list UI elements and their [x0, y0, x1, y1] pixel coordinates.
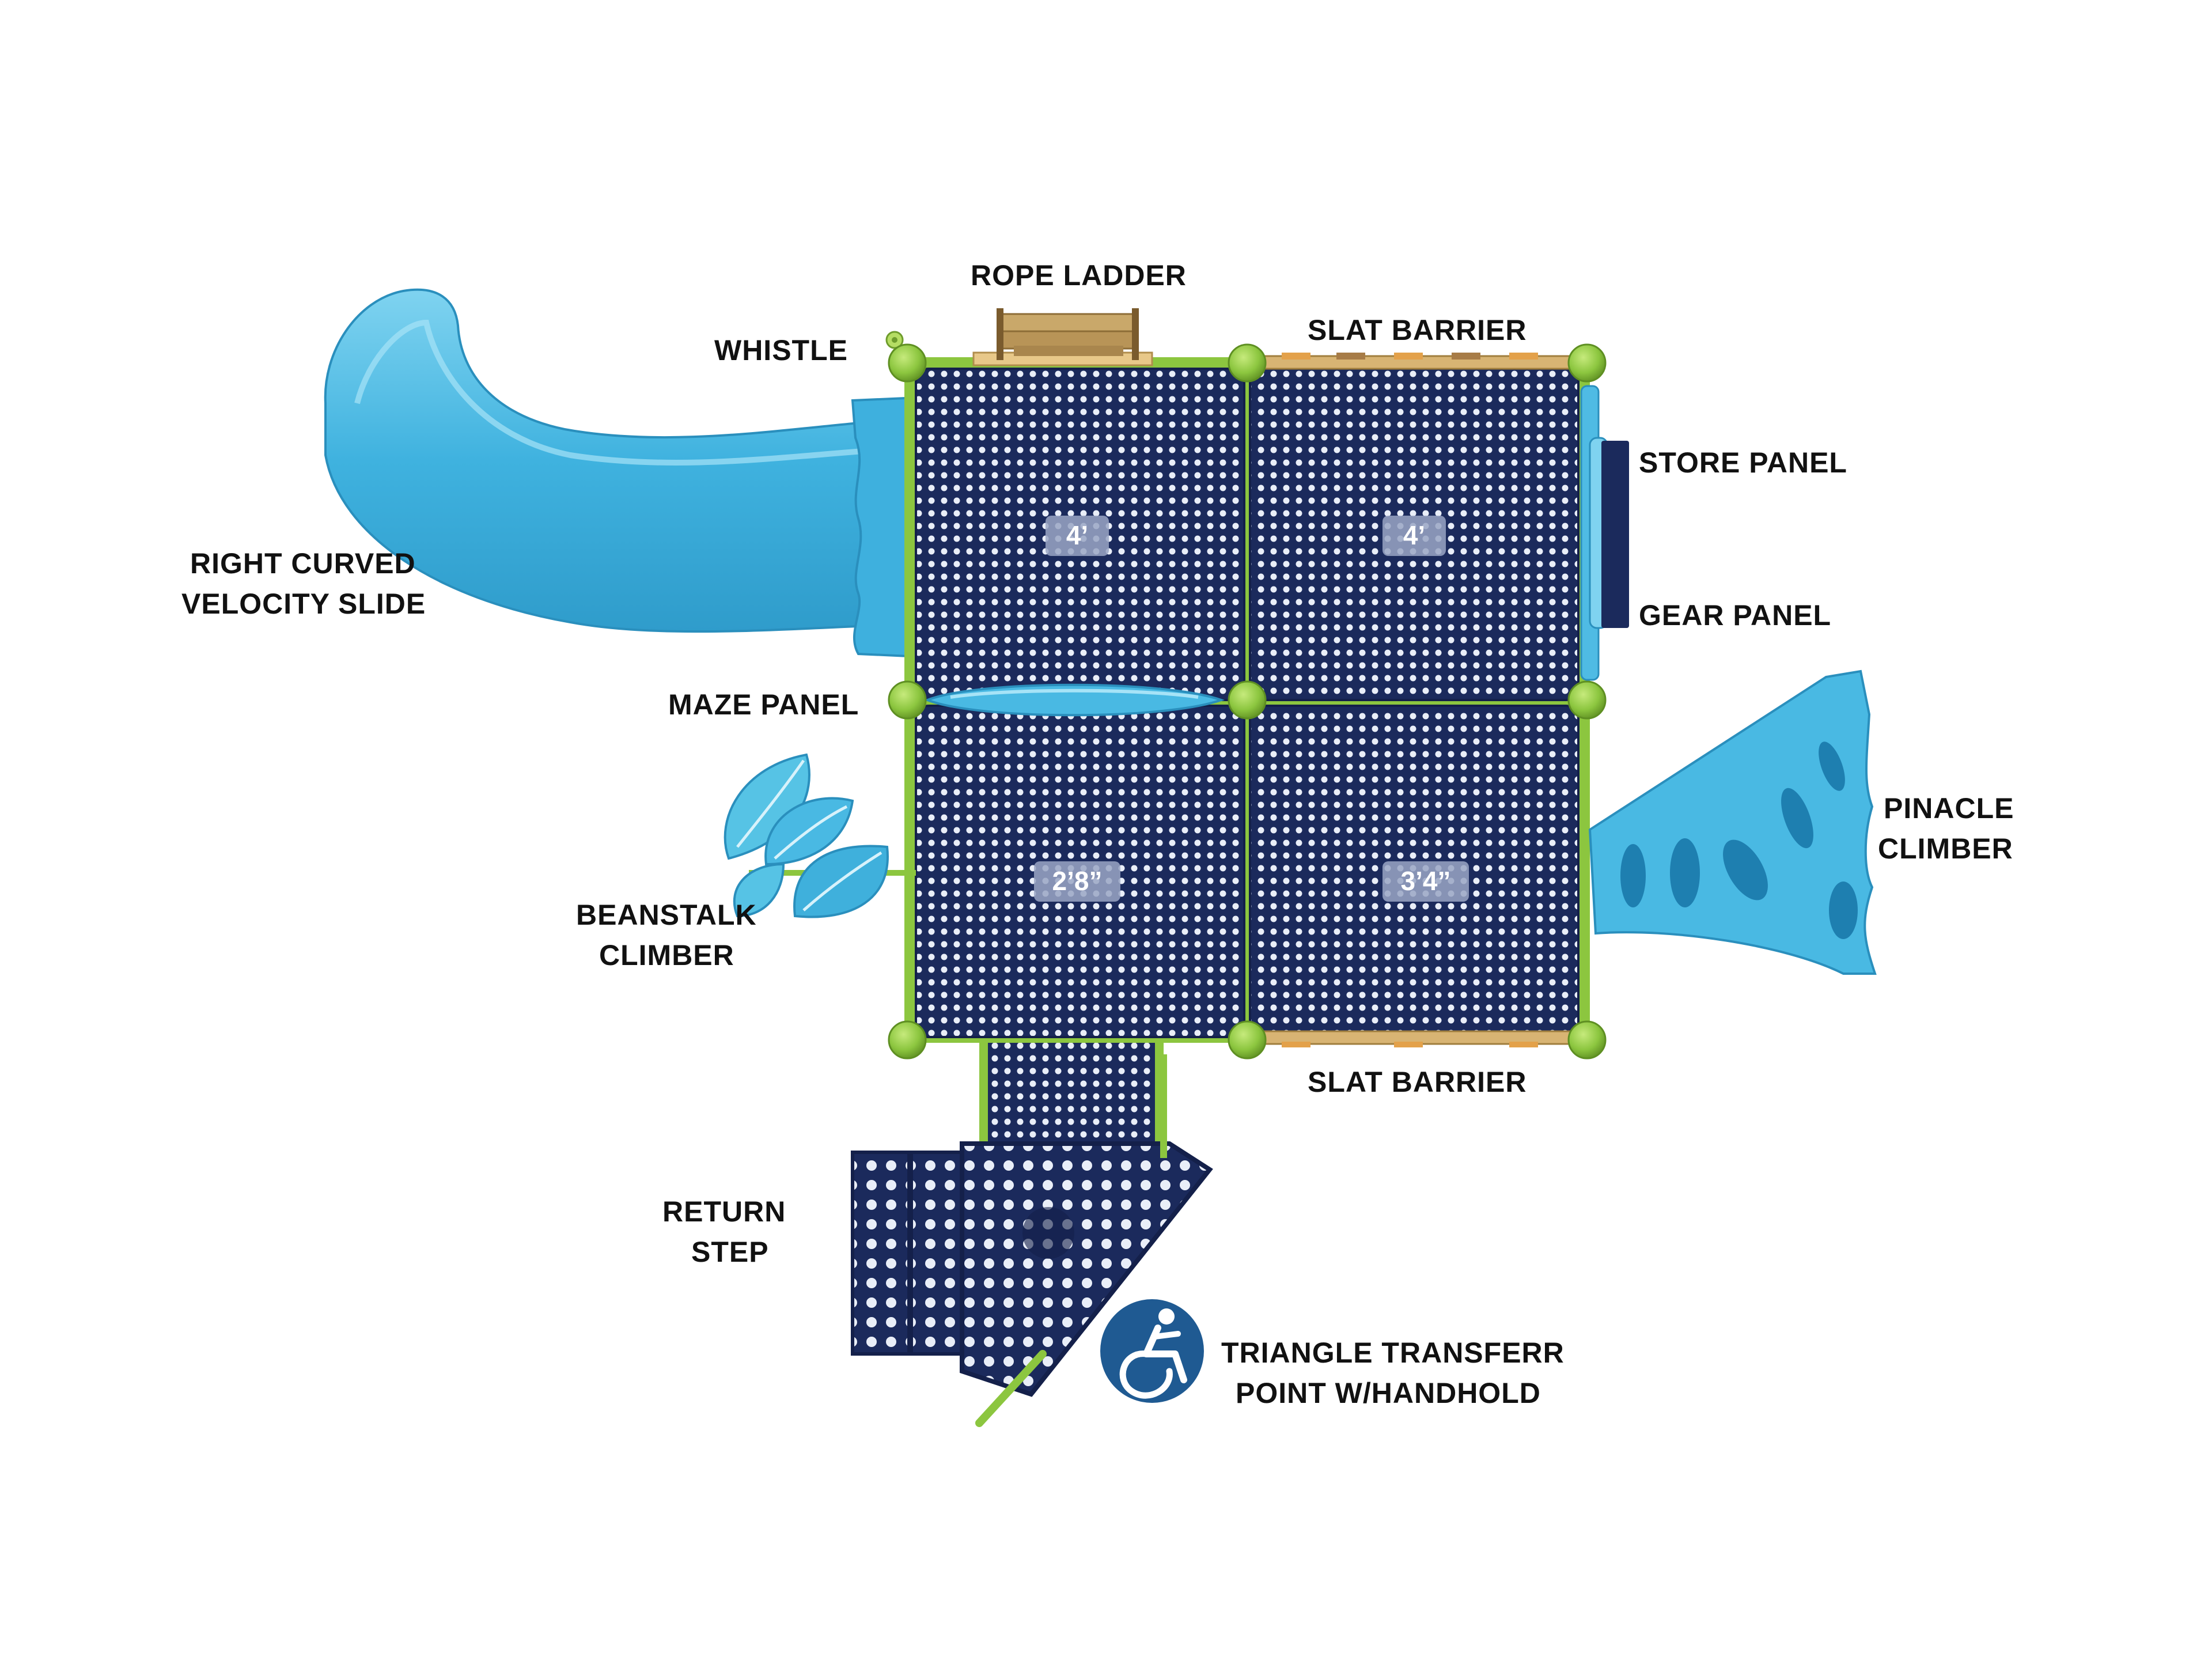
label-slide-line1: RIGHT CURVED: [190, 547, 416, 580]
label-return-step-line1: RETURN: [662, 1195, 786, 1228]
deck-height-bottom-right: 3’4”: [1382, 861, 1469, 902]
label-beanstalk-line1: BEANSTALK: [576, 899, 757, 931]
beanstalk-climber: [724, 753, 916, 918]
label-pinacle-line1: PINACLE: [1884, 792, 2014, 824]
label-maze-panel: MAZE PANEL: [668, 688, 859, 721]
svg-text:2’8”: 2’8”: [1052, 866, 1103, 896]
triangle-transfer-point: [960, 1054, 1213, 1427]
slat-barrier-top: [1255, 353, 1574, 370]
maze-panel: [924, 683, 1225, 717]
label-transfer-line2: POINT W/HANDHOLD: [1236, 1377, 1541, 1409]
wheelchair-accessibility-icon: [1100, 1299, 1204, 1403]
store-gear-panel: [1580, 385, 1629, 681]
deck-height-bottom-left: 2’8”: [1034, 861, 1120, 902]
rope-ladder: [972, 308, 1153, 366]
label-slat-barrier-bottom: SLAT BARRIER: [1308, 1066, 1527, 1098]
svg-text:3’4”: 3’4”: [1401, 866, 1451, 896]
transfer-walkway: [979, 1043, 1164, 1158]
label-store-panel: STORE PANEL: [1639, 447, 1847, 479]
label-slide-line2: VELOCITY SLIDE: [181, 588, 426, 620]
deck-height-top-right: 4’: [1382, 516, 1446, 556]
label-return-step-line2: STEP: [691, 1236, 769, 1268]
label-transfer-line1: TRIANGLE TRANSFERR: [1221, 1337, 1565, 1369]
svg-text:4’: 4’: [1066, 520, 1088, 550]
pinacle-climber: [1588, 669, 1877, 975]
label-whistle: WHISTLE: [714, 334, 848, 366]
label-gear-panel: GEAR PANEL: [1639, 599, 1831, 631]
label-pinacle-line2: CLIMBER: [1878, 833, 2013, 865]
svg-text:4’: 4’: [1403, 520, 1425, 550]
deck-height-top-left: 4’: [1046, 516, 1109, 556]
return-step: [851, 1151, 969, 1356]
label-rope-ladder: ROPE LADDER: [971, 259, 1187, 292]
posts: [888, 343, 1607, 1060]
label-beanstalk-line2: CLIMBER: [599, 939, 734, 971]
label-slat-barrier-top: SLAT BARRIER: [1308, 314, 1527, 346]
slat-barrier-bottom: [1255, 1030, 1574, 1047]
